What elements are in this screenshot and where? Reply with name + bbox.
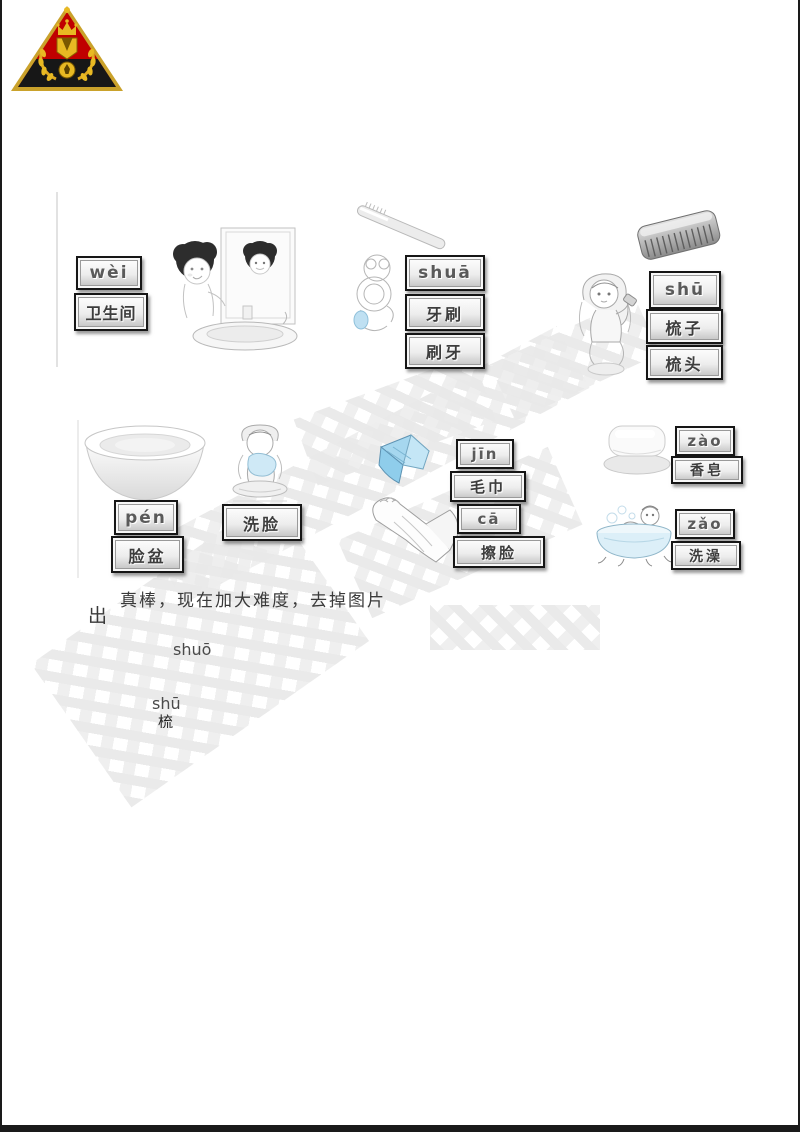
bathtub-image <box>596 505 673 567</box>
word-lianpen: 脸盆 <box>128 546 167 566</box>
margin-line <box>56 192 58 367</box>
toothpaste-blue <box>353 310 369 330</box>
page-edge-right <box>798 0 800 1132</box>
page-edge-left <box>0 0 2 1132</box>
word-shutou: 梳头 <box>665 354 704 374</box>
pinyin-wei: wèi <box>89 263 129 283</box>
word-box-weishengjian: 卫生间 <box>74 293 148 331</box>
girl-combing-hair-image <box>578 273 637 376</box>
word-box-shuaya: 刷牙 <box>405 333 485 369</box>
tub-feet <box>597 555 673 567</box>
pinyin-box-zao4: zào <box>675 426 735 456</box>
triangle-crown-logo <box>11 6 123 91</box>
drying-hands-towel-image <box>372 497 459 563</box>
washbasin-image <box>84 425 206 501</box>
fingers <box>379 497 401 505</box>
pinyin-box-wei: wèi <box>76 256 142 290</box>
word-yashua: 牙刷 <box>425 304 464 324</box>
pinyin-box-shu: shū <box>649 271 721 309</box>
word-shuaya: 刷牙 <box>425 343 464 362</box>
pinyin-box-ca: cā <box>457 504 521 534</box>
pinyin-shua: shuā <box>418 263 472 283</box>
word-box-lianpen: 脸盆 <box>111 536 184 573</box>
soap-dish <box>603 453 671 475</box>
pinyin-zao4: zào <box>687 432 723 450</box>
soap-image <box>603 425 671 475</box>
pinyin-shu-fragment: shū <box>152 694 181 713</box>
pinyin-pen: pén <box>125 507 167 528</box>
faucet <box>282 311 288 325</box>
word-box-yashua: 牙刷 <box>405 294 485 331</box>
char-shu-partial: 梳 <box>158 715 174 728</box>
tub-body <box>596 532 672 559</box>
bather-arm <box>623 521 639 525</box>
comb-image <box>637 210 721 260</box>
wet-towel <box>247 452 277 477</box>
word-xiangzao: 香皂 <box>690 463 724 479</box>
basin-below <box>232 480 288 498</box>
pinyin-ca: cā <box>477 510 501 528</box>
comb-in-hand <box>623 293 637 307</box>
instruction-text: 真棒，现在加大难度，去掉图片 <box>120 591 386 610</box>
page-edge-bottom <box>0 1125 800 1132</box>
word-weishengjian: 卫生间 <box>85 304 137 323</box>
crown-icon <box>58 22 76 35</box>
toothpaste-doodle-image <box>353 254 394 332</box>
word-box-calian: 擦脸 <box>453 536 545 568</box>
child <box>173 241 226 319</box>
word-calian: 擦脸 <box>480 543 517 562</box>
word-box-xizao: 洗澡 <box>671 541 741 570</box>
blue-towel-image <box>378 434 430 484</box>
word-box-xilian: 洗脸 <box>222 504 302 541</box>
pinyin-box-jin: jīn <box>456 439 514 469</box>
pinyin-box-pen: pén <box>114 500 178 535</box>
char-chu: 出 <box>88 606 108 627</box>
pinyin-box-shua: shuā <box>405 255 485 291</box>
kids-washing-at-sink-image <box>173 227 298 351</box>
pinyin-jin: jīn <box>471 445 499 463</box>
bather-head <box>640 506 660 526</box>
word-box-xiangzao: 香皂 <box>671 456 743 484</box>
word-box-shutou: 梳头 <box>646 345 723 380</box>
watermark-band <box>430 605 600 650</box>
word-shuzi: 梳子 <box>665 318 704 338</box>
pinyin-shu: shū <box>664 280 706 300</box>
margin-line <box>77 420 79 578</box>
word-xilian: 洗脸 <box>242 514 281 534</box>
word-box-maojin: 毛巾 <box>450 471 526 502</box>
pinyin-box-zao3: zǎo <box>675 509 735 539</box>
child-washing-face-image <box>232 424 288 502</box>
word-box-shuzi: 梳子 <box>646 309 723 344</box>
word-xizao: 洗澡 <box>689 548 723 565</box>
mirror-reflection <box>243 241 277 275</box>
pinyin-zao3: zǎo <box>687 515 723 533</box>
cup <box>242 305 253 320</box>
word-maojin: 毛巾 <box>469 478 506 496</box>
pinyin-shuo-fragment: shuō <box>173 640 212 659</box>
toothbrush-image <box>357 201 446 250</box>
